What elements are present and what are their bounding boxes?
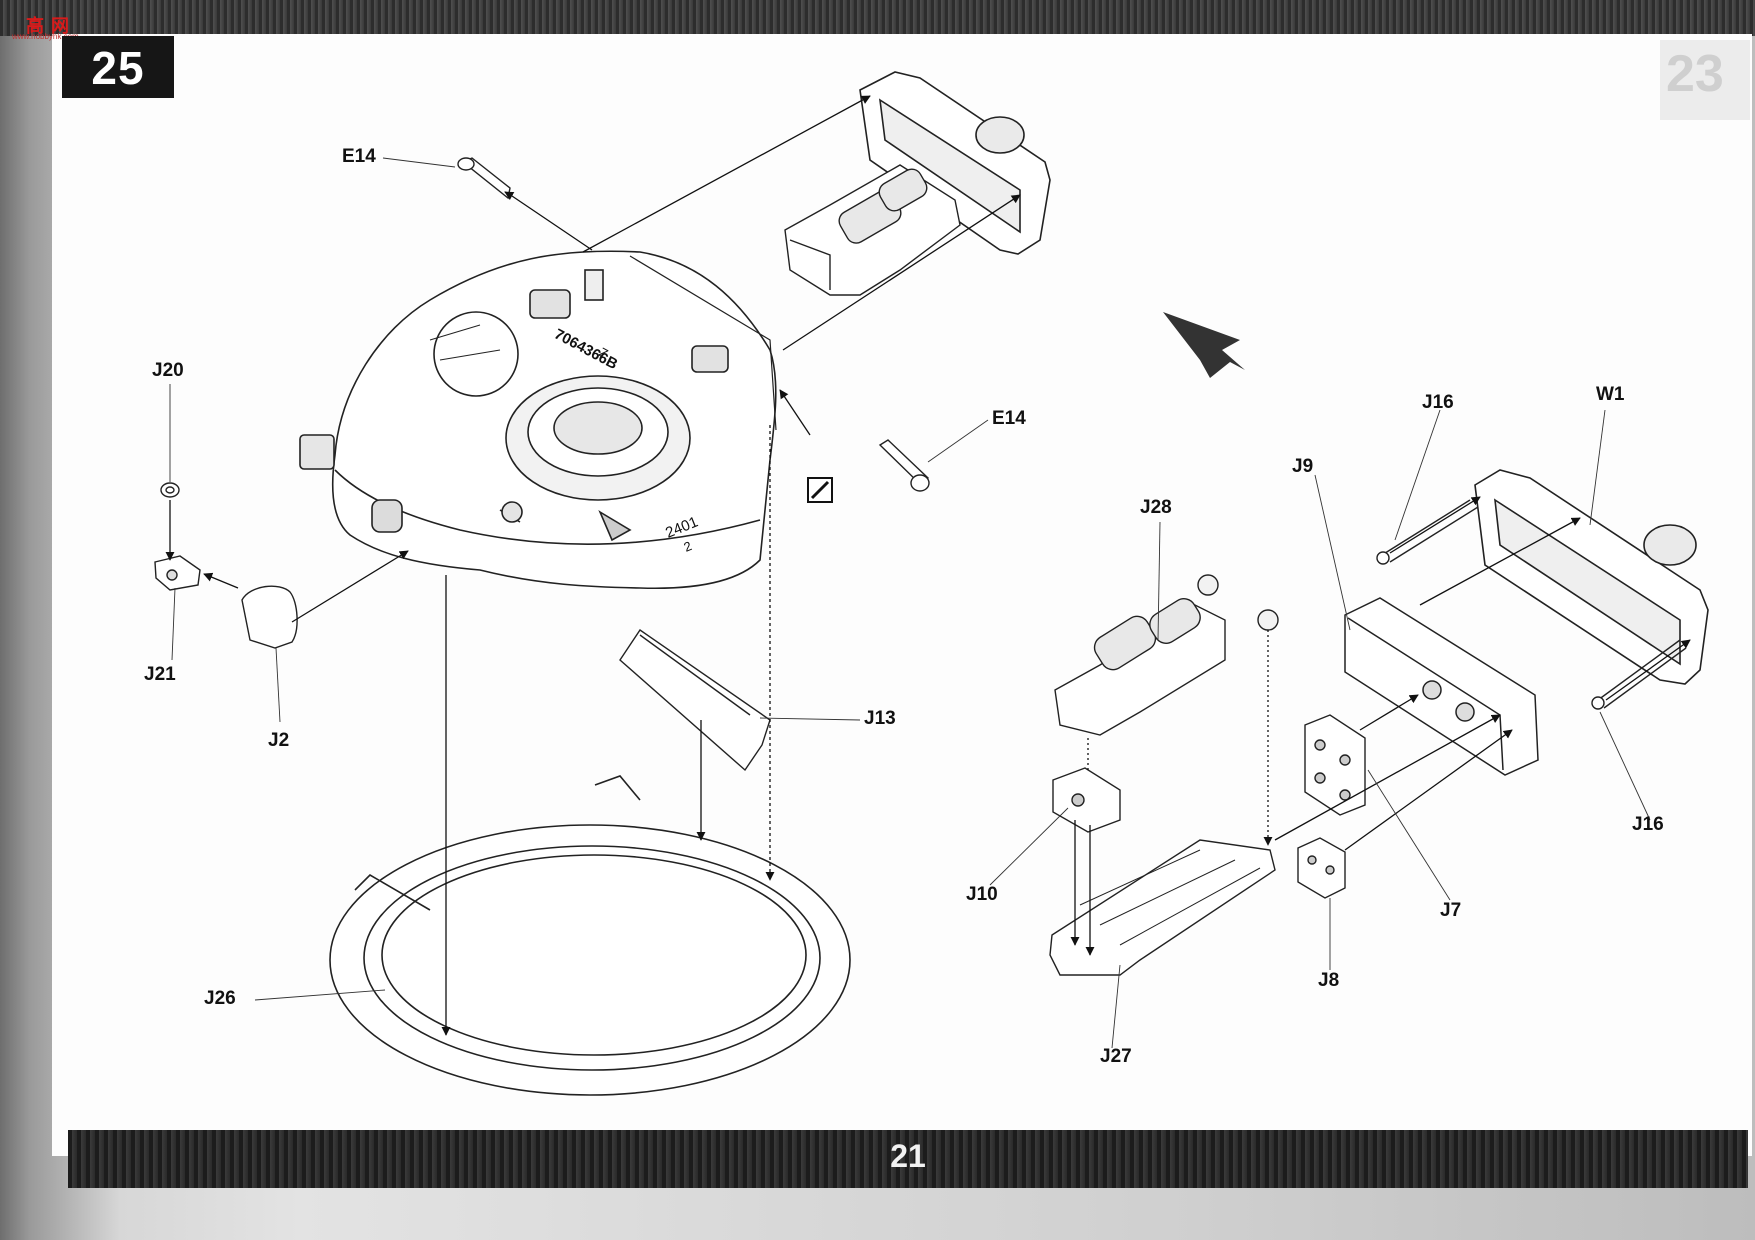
gun-block-top — [784, 164, 961, 296]
label-e14-right: E14 — [992, 408, 1026, 429]
j26-turret-ring — [329, 775, 851, 1096]
label-j7: J7 — [1440, 900, 1462, 921]
watermark-logo: 高 网 www.hobbyhk.com — [4, 4, 79, 41]
j28-gun-barrels — [1054, 574, 1279, 736]
j16-pin-top — [1376, 499, 1479, 565]
footer-bar: 21 — [68, 1130, 1748, 1188]
label-j20: J20 — [152, 360, 184, 381]
label-leader-lines — [169, 157, 1651, 1049]
label-j8: J8 — [1318, 970, 1340, 991]
label-j2: J2 — [268, 730, 290, 751]
label-j13: J13 — [864, 708, 896, 729]
mantlet-frame-top — [859, 71, 1051, 255]
label-j16-top: J16 — [1422, 392, 1454, 413]
label-j28: J28 — [1140, 497, 1172, 518]
w1-mantlet-frame — [1474, 469, 1709, 685]
glue-cement-icon — [807, 477, 833, 503]
label-j9: J9 — [1292, 456, 1314, 477]
label-e14-top: E14 — [342, 146, 376, 167]
facing-page-number: 23 — [1666, 45, 1724, 103]
top-binding-strip — [0, 0, 1755, 36]
j21-bracket — [154, 555, 201, 591]
j7-plate — [1304, 714, 1366, 816]
label-w1: W1 — [1596, 384, 1625, 405]
facing-page-edge — [1660, 40, 1750, 120]
label-j16-bottom: J16 — [1632, 814, 1664, 835]
j13-mount — [619, 629, 771, 772]
label-j26: J26 — [204, 988, 236, 1009]
j9-gun-cradle — [1344, 597, 1539, 776]
label-j21: J21 — [144, 664, 176, 685]
j10-block — [1052, 767, 1121, 833]
page-number: 21 — [890, 1138, 926, 1174]
e14-part-right — [878, 439, 930, 492]
assembly-arrows — [165, 95, 1691, 1036]
j2-cover — [241, 585, 298, 649]
j16-pin-bottom — [1591, 639, 1687, 710]
j27-gun-tray — [1049, 839, 1276, 976]
j20-washer — [160, 482, 180, 498]
label-j10: J10 — [966, 884, 998, 905]
e14-part-top — [457, 157, 511, 200]
turret-body — [299, 250, 777, 590]
label-j27: J27 — [1100, 1046, 1132, 1067]
step-number-badge: 25 — [62, 36, 174, 98]
watermark-url: www.hobbyhk.com — [12, 32, 79, 41]
watermark-text: 高 网 — [26, 16, 71, 36]
direction-arrow-icon — [1163, 312, 1245, 378]
j8-block — [1297, 837, 1346, 899]
